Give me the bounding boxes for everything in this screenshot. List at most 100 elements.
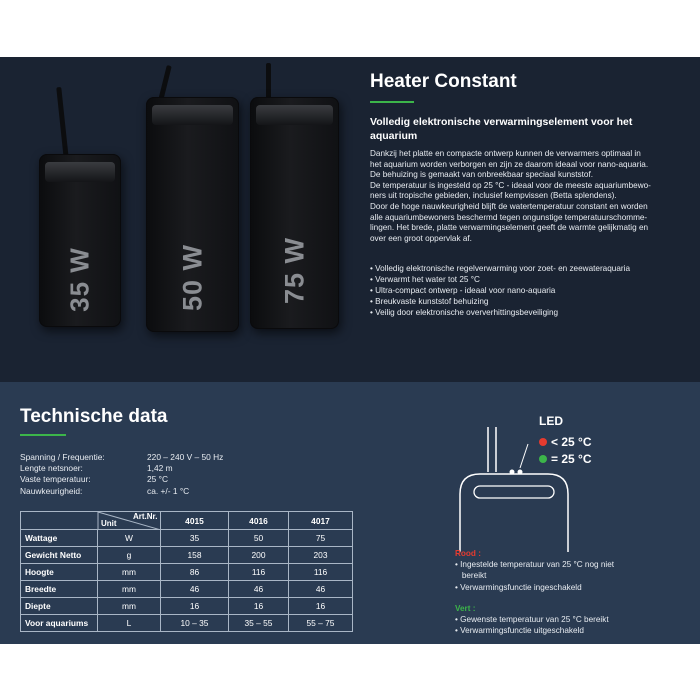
- spec-row: Vaste temperatuur: 25 °C: [20, 474, 223, 485]
- table-cell: 203: [288, 546, 353, 564]
- row-label: Breedte: [20, 580, 98, 598]
- table-row: Diepte mm 16 16 16: [20, 597, 353, 615]
- description-line: ners uit tropische gebieden, inclusief k…: [370, 191, 617, 201]
- watt-label: 75 W: [279, 236, 310, 305]
- table-cell: 35 – 55: [228, 614, 289, 632]
- watt-label: 35 W: [64, 247, 95, 312]
- table-cell: 16: [160, 597, 229, 615]
- table-row: Hoogte mm 86 116 116: [20, 563, 353, 581]
- row-label: Voor aquariums: [20, 614, 98, 632]
- row-label: Hoogte: [20, 563, 98, 581]
- table-cell: 46: [228, 580, 289, 598]
- legend-item: • Ingestelde temperatuur van 25 °C nog n…: [455, 560, 615, 570]
- led-legend-green: Vert : • Gewenste temperatuur van 25 °C …: [455, 603, 609, 637]
- description-line: Dankzij het platte en compacte ontwerp k…: [370, 149, 641, 158]
- description-line: De temperatuur is ingesteld op 25 °C - i…: [370, 180, 651, 190]
- legend-item: bereikt: [455, 571, 487, 581]
- green-dot-icon: [539, 455, 547, 463]
- product-subtitle: Volledig elektronische verwarmingselemen…: [370, 116, 633, 142]
- table-cell: 50: [228, 529, 289, 547]
- column-header: 4016: [228, 511, 289, 530]
- table-cell: 86: [160, 563, 229, 581]
- vert-heading: Vert :: [455, 604, 476, 613]
- header-artnr-unit: Art.Nr. Unit: [20, 511, 161, 530]
- heater-cable: [266, 63, 271, 105]
- table-row: Wattage W 35 50 75: [20, 529, 353, 547]
- spec-list: Spanning / Frequentie: 220 – 240 V – 50 …: [20, 452, 223, 497]
- table-header-row: Art.Nr. Unit 4015 4016 4017: [20, 511, 353, 530]
- table-cell: 55 – 75: [288, 614, 353, 632]
- spec-value: 1,42 m: [147, 463, 173, 474]
- led-red-label: < 25 °C: [551, 435, 592, 449]
- row-unit: mm: [97, 563, 161, 581]
- table-cell: 16: [288, 597, 353, 615]
- led-green-label: = 25 °C: [551, 452, 592, 466]
- description-line: het aquarium worden verborgen en zijn ze…: [370, 159, 649, 169]
- table-cell: 16: [228, 597, 289, 615]
- title-underline: [370, 101, 414, 103]
- led-diagram: LED < 25 °C = 25 °C: [440, 402, 700, 552]
- row-unit: g: [97, 546, 161, 564]
- legend-item: • Gewenste temperatuur van 25 °C bereikt: [455, 615, 609, 625]
- row-unit: W: [97, 529, 161, 547]
- led-legend-red: Rood : • Ingestelde temperatuur van 25 °…: [455, 548, 614, 593]
- feature-item: • Verwarmt het water tot 25 °C: [370, 275, 480, 284]
- product-title: Heater Constant: [370, 71, 517, 92]
- row-label: Diepte: [20, 597, 98, 615]
- feature-item: • Breukvaste kunststof behuizing: [370, 297, 489, 306]
- feature-item: • Veilig door elektronische oververhitti…: [370, 308, 559, 317]
- table-cell: 46: [160, 580, 229, 598]
- table-row: Breedte mm 46 46 46: [20, 580, 353, 598]
- led-red-line: < 25 °C: [539, 435, 592, 449]
- header-artnr: Art.Nr.: [133, 512, 158, 521]
- legend-item: • Verwarmingsfunctie ingeschakeld: [455, 582, 582, 592]
- description-line: Door de hoge nauwkeurigheid blijft de wa…: [370, 201, 648, 211]
- heater-cap: [45, 162, 115, 182]
- feature-list: • Volledig elektronische regelverwarming…: [370, 263, 688, 318]
- feature-item: • Volledig elektronische regelverwarming…: [370, 264, 631, 273]
- description-line: lingen. Het brede, platte verwarmingsele…: [370, 223, 649, 233]
- tech-title: Technische data: [20, 406, 168, 427]
- table-cell: 116: [228, 563, 289, 581]
- row-label: Wattage: [20, 529, 98, 547]
- heater-50w: 50 W: [146, 97, 239, 332]
- watt-label: 50 W: [177, 243, 208, 312]
- heater-75w: 75 W: [250, 97, 339, 329]
- column-header: 4017: [288, 511, 353, 530]
- row-label: Gewicht Netto: [20, 546, 98, 564]
- header-unit: Unit: [101, 519, 117, 528]
- table-cell: 116: [288, 563, 353, 581]
- row-unit: mm: [97, 580, 161, 598]
- legend-item: • Verwarmingsfunctie uitgeschakeld: [455, 626, 584, 636]
- spec-value: 25 °C: [147, 474, 169, 485]
- table-cell: 158: [160, 546, 229, 564]
- table-cell: 35: [160, 529, 229, 547]
- spec-value: 220 – 240 V – 50 Hz: [147, 452, 224, 462]
- header-diagonal: [97, 512, 161, 530]
- table-cell: 10 – 35: [160, 614, 229, 632]
- table-cell: 46: [288, 580, 353, 598]
- table-row: Voor aquariums L 10 – 35 35 – 55 55 – 75: [20, 614, 353, 632]
- spec-row: Spanning / Frequentie: 220 – 240 V – 50 …: [20, 452, 223, 463]
- heater-cap: [152, 105, 233, 125]
- spec-value: ca. +/- 1 °C: [147, 485, 190, 496]
- description-line: over een groot oppervlak af.: [370, 233, 472, 243]
- spec-row: Lengte netsnoer: 1,42 m: [20, 463, 223, 474]
- table-cell: 200: [228, 546, 289, 564]
- heater-cable: [56, 86, 69, 160]
- spec-key: Nauwkeurigheid:: [20, 485, 83, 496]
- spec-table: Art.Nr. Unit 4015 4016 4017 Wattage W 35…: [20, 511, 353, 632]
- tech-panel: Technische data Spanning / Frequentie: 2…: [0, 382, 700, 644]
- product-panel: 35 W 50 W 75 W Heater Constant Volledig …: [0, 57, 700, 382]
- spec-key: Vaste temperatuur:: [20, 474, 91, 485]
- feature-item: • Ultra-compact ontwerp - ideaal voor na…: [370, 286, 556, 295]
- heater-cap: [256, 105, 333, 125]
- row-unit: mm: [97, 597, 161, 615]
- spec-key: Lengte netsnoer:: [20, 463, 83, 474]
- led-title: LED: [539, 414, 563, 428]
- heater-outline-drawing: [459, 427, 569, 552]
- rood-heading: Rood :: [455, 549, 481, 558]
- description-line: alle aquariumbewoners beschermd tegen on…: [370, 212, 648, 222]
- led-green-line: = 25 °C: [539, 452, 592, 466]
- table-cell: 75: [288, 529, 353, 547]
